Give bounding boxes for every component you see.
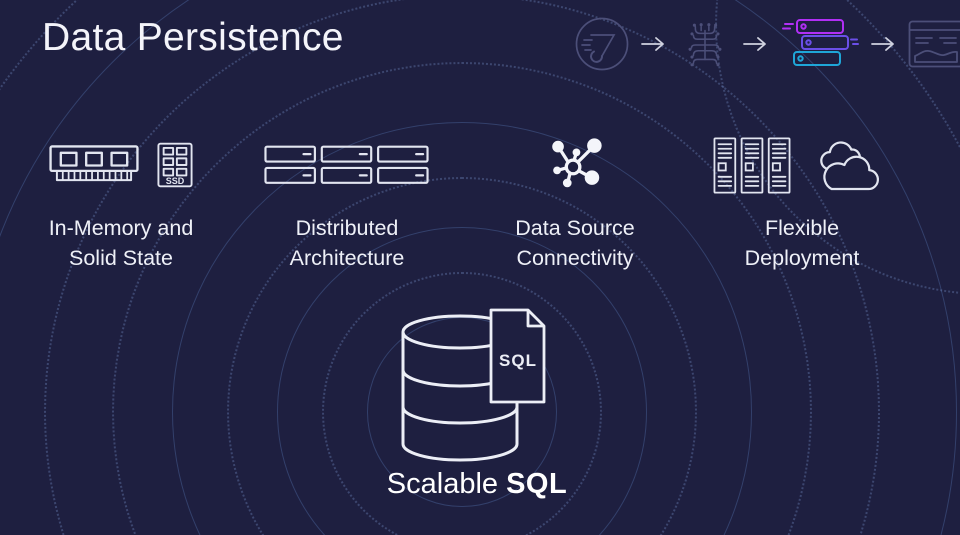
caption-regular: Scalable — [386, 468, 507, 500]
arrow-right-icon — [871, 37, 894, 51]
feature-distributed: Distributed Architecture — [237, 133, 457, 273]
central-caption: Scalable SQL — [327, 468, 627, 501]
process-pipeline — [574, 12, 960, 76]
sql-doc-label: SQL — [499, 351, 537, 370]
feature-connectivity: Data Source Connectivity — [475, 133, 675, 273]
ssd-icon: SSD — [157, 142, 193, 188]
network-hub-icon — [552, 138, 602, 188]
feature-label: Distributed Architecture — [289, 216, 405, 270]
page-title: Data Persistence — [42, 16, 344, 59]
ai-brain-icon — [688, 23, 722, 67]
cloud-icon — [820, 141, 879, 191]
memory-module-icon — [49, 144, 139, 181]
feature-label: Data Source Connectivity — [515, 216, 635, 270]
arrow-right-icon — [641, 37, 664, 51]
feature-in-memory: SSD In-Memory and Solid State — [21, 133, 221, 273]
report-chart-icon — [908, 20, 960, 68]
database-sql-icon: SQL — [401, 308, 546, 462]
server-grid-icon — [264, 145, 429, 184]
server-towers-icon — [713, 136, 791, 194]
arrow-right-icon — [743, 37, 766, 51]
feature-label: Flexible Deployment — [744, 216, 860, 270]
ssd-label: SSD — [166, 176, 185, 186]
feature-label: In-Memory and Solid State — [48, 216, 194, 270]
caption-bold: SQL — [506, 468, 568, 500]
speed-circle-icon — [575, 17, 629, 71]
data-layers-icon — [782, 19, 859, 66]
feature-deployment: Flexible Deployment — [692, 133, 912, 273]
